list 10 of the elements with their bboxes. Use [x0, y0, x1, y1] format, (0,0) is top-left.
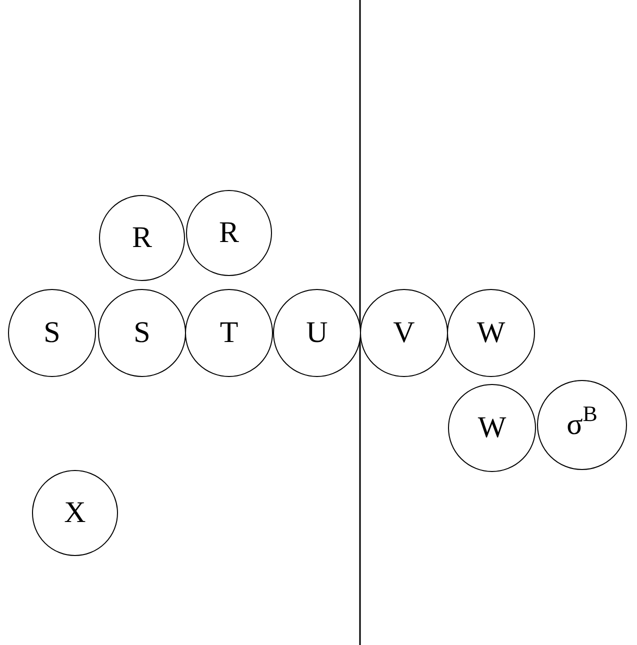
node-label: W — [478, 413, 506, 443]
node-label: X — [64, 498, 86, 528]
node-label: S — [134, 318, 150, 348]
node-label: V — [393, 318, 415, 348]
node-label: U — [306, 318, 328, 348]
node-label: S — [44, 318, 60, 348]
node-label: W — [476, 318, 506, 348]
node-label: R — [132, 223, 152, 253]
node-label: R — [218, 218, 239, 248]
node-label: T — [220, 318, 238, 348]
